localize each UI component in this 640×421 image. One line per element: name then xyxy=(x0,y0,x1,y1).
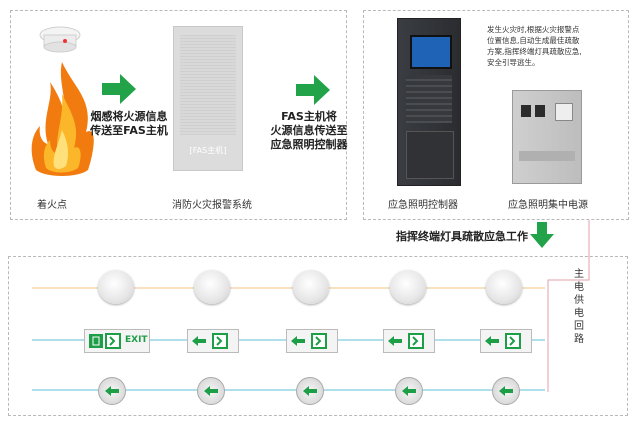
fas-panel-screen xyxy=(180,35,236,135)
left-arrow-icon xyxy=(204,386,218,396)
exit-door-icon xyxy=(311,333,327,349)
left-arrow-icon xyxy=(105,386,119,396)
floor-direction-indicator xyxy=(492,377,520,405)
left-arrow-icon xyxy=(499,386,513,396)
controller-screen xyxy=(410,35,452,69)
dome-light xyxy=(390,270,426,304)
power-indicator-icon xyxy=(521,105,531,117)
smoke-detector-icon xyxy=(39,26,81,53)
power-indicator-icon xyxy=(535,105,545,117)
exit-door-icon xyxy=(212,333,228,349)
controller-label: 应急照明控制器 xyxy=(388,200,458,211)
floor-direction-indicator xyxy=(98,377,126,405)
power-supply-label: 应急照明集中电源 xyxy=(508,200,588,211)
ignition-point-label: 着火点 xyxy=(37,200,67,211)
left-arrow-icon xyxy=(485,336,499,346)
fire-alarm-stage-box xyxy=(10,10,347,220)
exit-door-icon xyxy=(105,333,121,349)
power-meter-icon xyxy=(555,103,573,121)
exit-sign-wide: EXIT xyxy=(84,329,150,353)
power-box-nameplate xyxy=(519,151,575,161)
exit-door-icon xyxy=(505,333,521,349)
main-power-circuit-label: 主电供电回路 xyxy=(574,269,584,345)
left-arrow-icon xyxy=(402,386,416,396)
left-arrow-icon xyxy=(388,336,402,346)
exit-sign xyxy=(286,329,338,353)
evacuation-note-line3: 方案,指挥终端灯具疏散应急, xyxy=(487,47,582,56)
controller-panel xyxy=(406,75,452,123)
exit-sign xyxy=(187,329,239,353)
exit-sign xyxy=(480,329,532,353)
fas-to-controller-text-line2: 火源信息传送至 xyxy=(270,124,348,137)
floor-direction-indicator xyxy=(296,377,324,405)
green-arrow-right-icon xyxy=(102,74,136,104)
floor-direction-indicator xyxy=(395,377,423,405)
emergency-lighting-controller-cabinet xyxy=(397,18,461,186)
terminal-lights-stage-box xyxy=(8,256,628,416)
central-power-supply-box xyxy=(512,90,582,184)
smoke-to-fas-text-line1: 烟感将火源信息 xyxy=(90,110,168,123)
exit-sign-text: EXIT xyxy=(125,335,148,345)
fire-alarm-system-label: 消防火灾报警系统 xyxy=(172,200,252,211)
evacuation-note-line1: 发生火灾时,根据火灾报警点 xyxy=(487,25,580,34)
dome-light xyxy=(293,270,329,304)
left-arrow-icon xyxy=(192,336,206,346)
running-man-icon xyxy=(89,334,103,348)
dome-light xyxy=(486,270,522,304)
fas-panel-label: [FAS主机] xyxy=(189,146,227,155)
evacuation-note-line2: 位置信息,自动生成最佳疏散 xyxy=(487,36,580,45)
controller-base xyxy=(406,131,454,179)
green-arrow-right-icon xyxy=(296,75,330,105)
fas-to-controller-text-line1: FAS主机将 xyxy=(281,110,337,123)
command-terminal-lights-text: 指挥终端灯具疏散应急工作 xyxy=(396,230,528,243)
dome-light xyxy=(194,270,230,304)
flame-icon xyxy=(31,62,94,176)
fas-to-controller-text-line3: 应急照明控制器 xyxy=(270,138,348,151)
emergency-lighting-stage-box xyxy=(363,10,629,220)
smoke-to-fas-text-line2: 传送至FAS主机 xyxy=(90,124,168,137)
floor-direction-indicator xyxy=(197,377,225,405)
evacuation-note-line4: 安全引导逃生。 xyxy=(487,58,540,67)
green-arrow-down-icon xyxy=(530,222,554,248)
dome-light xyxy=(98,270,134,304)
exit-sign xyxy=(383,329,435,353)
left-arrow-icon xyxy=(291,336,305,346)
fas-host-panel: [FAS主机] xyxy=(173,26,243,171)
exit-door-icon xyxy=(408,333,424,349)
left-arrow-icon xyxy=(303,386,317,396)
